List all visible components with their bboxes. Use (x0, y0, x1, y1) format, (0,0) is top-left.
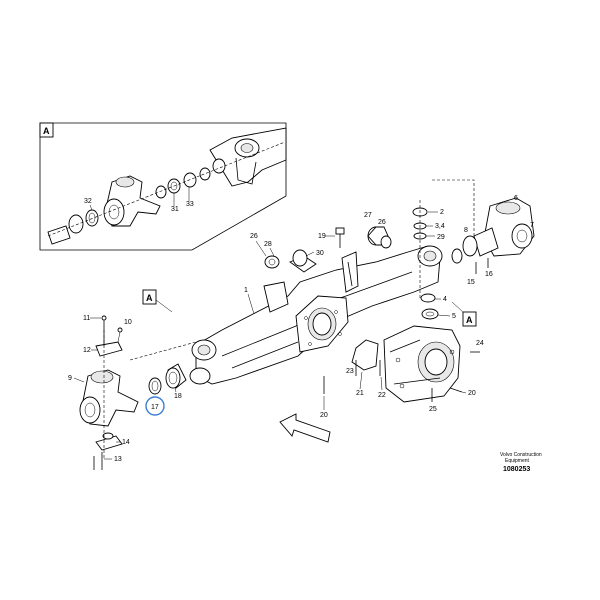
label-32: 32 (84, 198, 92, 205)
highlight-part-17[interactable] (145, 396, 165, 416)
label-22: 22 (378, 392, 386, 399)
label-28: 28 (264, 241, 272, 248)
label-25: 25 (429, 406, 437, 413)
label-29: 29 (437, 234, 445, 241)
label-20-right: 20 (468, 390, 476, 397)
label-3-4: 3,4 (435, 223, 445, 230)
label-14: 14 (122, 439, 130, 446)
label-5: 5 (452, 313, 456, 320)
label-13: 13 (114, 456, 122, 463)
left-knuckle-assembly (79, 315, 197, 470)
label-7: 7 (530, 222, 534, 229)
ref-a-left: A (142, 289, 173, 313)
drawing-footer: Volvo Construction Equipment 1080253 (500, 452, 542, 473)
label-21: 21 (356, 390, 364, 397)
label-9: 9 (68, 375, 72, 382)
label-10: 10 (124, 319, 132, 326)
ref-a-right: A (451, 301, 477, 327)
lower-right-housing (323, 325, 480, 403)
brand-line-2: Equipment (505, 458, 530, 464)
label-20-bottom: 20 (320, 412, 328, 419)
label-16: 16 (485, 271, 493, 278)
label-17: 17 (151, 404, 159, 411)
label-6: 6 (514, 195, 518, 202)
label-8: 8 (464, 227, 468, 234)
label-26-left: 26 (250, 233, 258, 240)
label-11: 11 (83, 315, 90, 322)
label-23: 23 (346, 368, 354, 375)
view-direction-arrow (279, 413, 331, 443)
label-33: 33 (186, 201, 194, 208)
label-12: 12 (83, 347, 91, 354)
label-24: 24 (476, 340, 484, 347)
label-30: 30 (316, 250, 324, 257)
label-2: 2 (440, 209, 444, 216)
brand-line-1: Volvo Construction (500, 452, 542, 458)
label-1: 1 (244, 287, 248, 294)
ref-a-left-label: A (146, 293, 153, 303)
label-19: 19 (318, 233, 326, 240)
ref-a-right-label: A (466, 315, 473, 325)
label-4: 4 (443, 296, 447, 303)
detail-a-inset: A 32 31 33 (39, 122, 287, 251)
detail-a-label: A (43, 126, 50, 136)
label-15: 15 (467, 279, 475, 286)
upper-right-parts (264, 179, 535, 320)
label-31: 31 (171, 206, 179, 213)
label-18: 18 (174, 393, 182, 400)
label-27: 27 (364, 212, 372, 219)
label-26-right: 26 (378, 219, 386, 226)
part-labels: 1 2 3,4 29 4 5 6 7 8 15 16 9 10 11 12 13… (68, 195, 534, 463)
drawing-number: 1080253 (503, 466, 530, 473)
